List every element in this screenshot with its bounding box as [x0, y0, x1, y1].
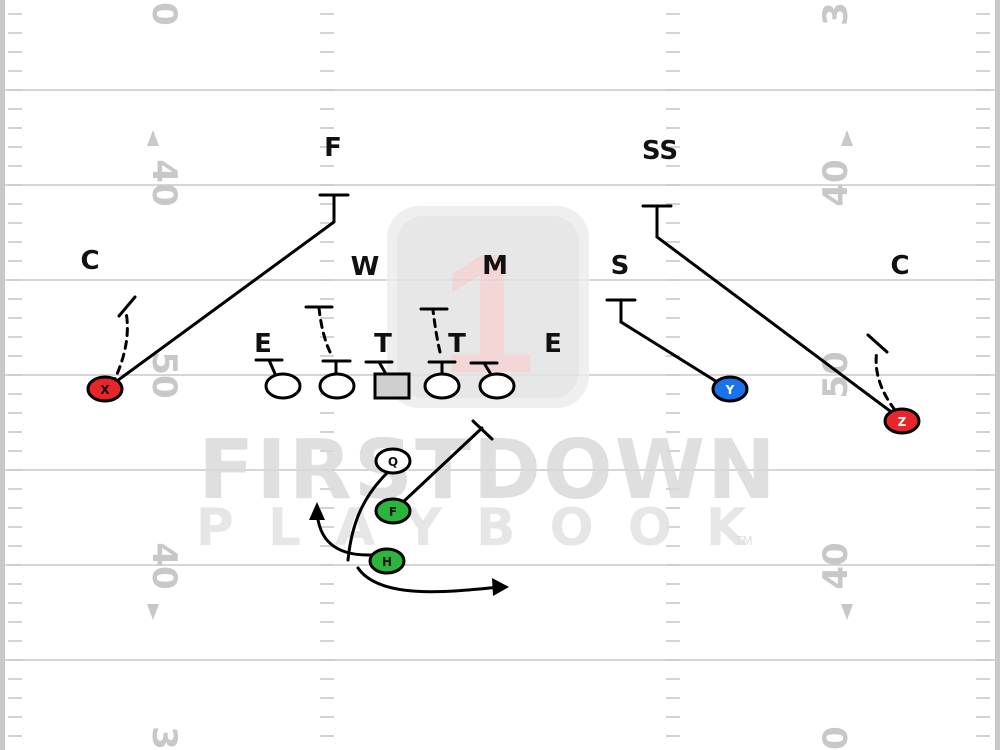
route-fullback-block [400, 426, 484, 505]
route-corner-right-dashed [874, 348, 897, 412]
receiver-y-label: Y [725, 383, 735, 397]
defender-tackle-right: T [448, 329, 466, 359]
corner-left-marker [117, 295, 137, 318]
skill-players: X Y Z Q F H [86, 375, 921, 575]
direction-arrow-right-top [841, 130, 853, 146]
receiver-y: Y [711, 375, 749, 403]
receiver-z-label: Z [898, 415, 907, 429]
yard-number-left-2: 50 [144, 351, 184, 398]
route-mike-dashed [431, 308, 442, 354]
right-tackle [478, 372, 516, 400]
route-x-to-free-safety [104, 193, 336, 391]
quarterback: Q [374, 447, 412, 475]
yard-number-right-3: 40 [816, 542, 856, 589]
yard-number-left-0: 0 [144, 2, 184, 26]
left-tackle [264, 372, 302, 400]
corner-right-marker [866, 333, 889, 354]
arrowheads [309, 502, 509, 596]
center [373, 372, 411, 400]
defender-corner-left: C [80, 246, 99, 276]
defender-strong-safety: SS [642, 136, 678, 166]
left-guard [318, 372, 356, 400]
fullback-block-marker [471, 419, 494, 441]
defender-mike: M [482, 251, 508, 281]
defender-sam: S [611, 251, 630, 281]
route-will-dashed [317, 306, 332, 354]
receiver-x: X [86, 375, 124, 403]
defender-corner-right: C [890, 251, 909, 281]
offensive-line [254, 358, 516, 400]
receiver-z: Z [883, 407, 921, 435]
direction-arrow-right-bottom [841, 604, 853, 620]
route-y-to-sam [619, 298, 732, 392]
yard-number-right-1: 40 [816, 159, 856, 206]
right-guard [423, 372, 461, 400]
halfback-label: H [382, 555, 392, 569]
watermark: 1 FIRSTDOWN PLAYBOOK TM [196, 206, 781, 558]
defender-free-safety: F [324, 133, 342, 163]
yard-number-right-4: 0 [816, 726, 856, 750]
route-corner-left-dashed [110, 310, 129, 387]
route-z-to-strong-safety [655, 204, 904, 422]
yard-number-left-4: 3 [144, 726, 184, 750]
quarterback-label: Q [388, 455, 398, 469]
defender-will: W [351, 252, 380, 282]
block-stem-left-tackle [267, 358, 278, 378]
direction-arrow-left-bottom [147, 604, 159, 620]
yard-number-left-3: 40 [144, 542, 184, 589]
route-halfback-right [356, 566, 502, 594]
block-stem-center [377, 360, 388, 376]
watermark-title: FIRSTDOWN [198, 423, 778, 518]
yard-number-right-0: 3 [816, 2, 856, 26]
direction-arrow-left-top [147, 130, 159, 146]
defender-end-right: E [544, 329, 562, 359]
arrowhead-halfback-right [492, 578, 509, 596]
defense-labels: C F SS C W M S E T T E [80, 133, 909, 359]
hash-marks [8, 13, 990, 737]
yard-number-left-1: 40 [144, 159, 184, 206]
halfback: H [368, 547, 406, 575]
watermark-subtitle: PLAYBOOK [196, 498, 781, 558]
yard-numbers-left: 0 40 50 40 3 [144, 2, 184, 750]
watermark-trademark: TM [734, 534, 753, 548]
arrowhead-halfback-left [309, 502, 325, 520]
receiver-x-label: X [100, 383, 110, 397]
defender-end-left: E [254, 329, 272, 359]
fullback: F [374, 497, 412, 525]
route-quarterback-path [346, 471, 389, 562]
fullback-label: F [389, 505, 397, 519]
assignment-lines [104, 193, 904, 594]
defender-tackle-left: T [374, 329, 392, 359]
